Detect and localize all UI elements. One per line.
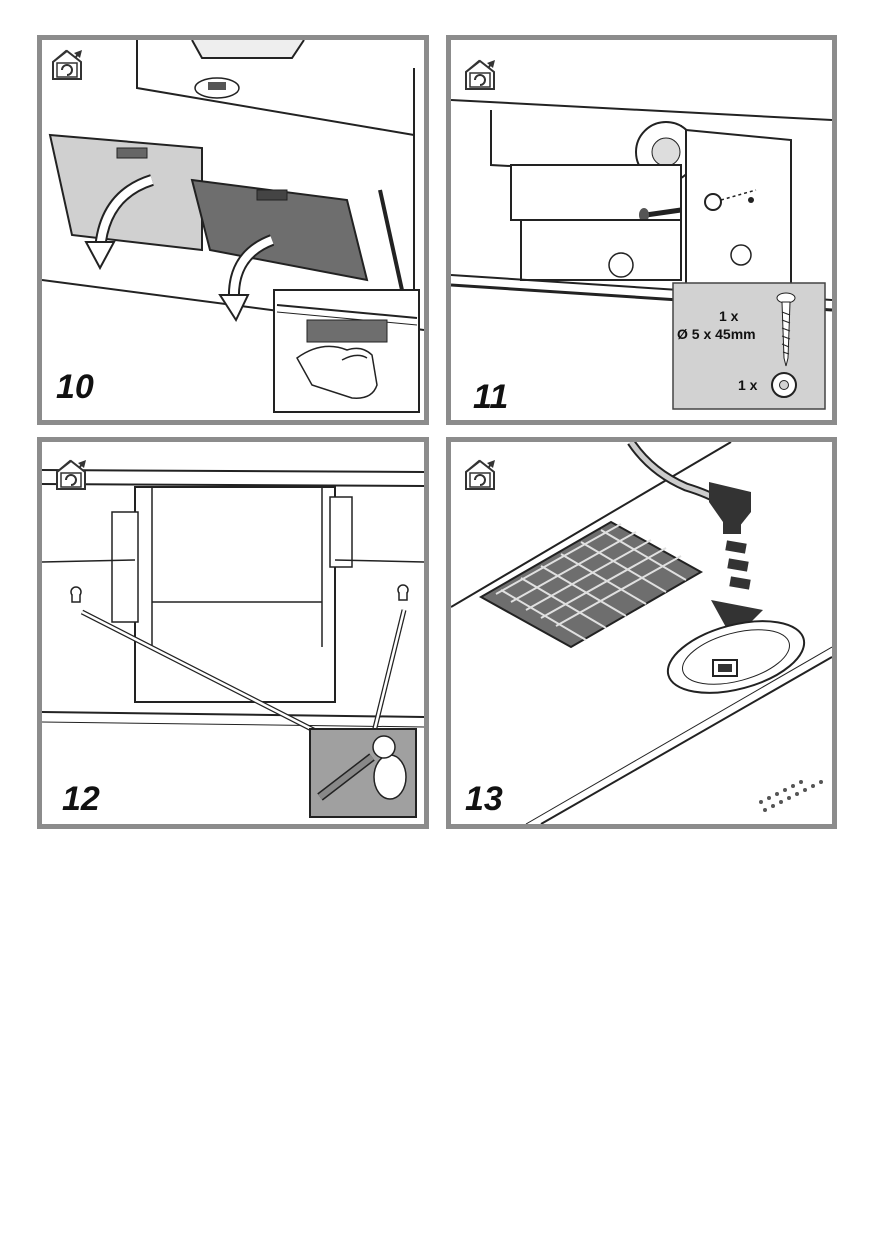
- step-12-illustration: [42, 469, 424, 818]
- step-number: 13: [465, 780, 503, 818]
- washer-quantity: 1 x: [738, 377, 758, 393]
- step-11-panel: 1 x Ø 5 x 45mm 1 x 11: [446, 35, 837, 425]
- recirculation-house-icon: [465, 459, 495, 490]
- step-number: 12: [62, 780, 100, 818]
- step-number: 10: [56, 368, 94, 406]
- step-11-illustration: [451, 99, 832, 410]
- step-12-panel: 12: [37, 437, 429, 829]
- step-10-panel: 10: [37, 35, 429, 425]
- screw-quantity: 1 x: [719, 308, 739, 324]
- recirculation-house-icon: [56, 459, 86, 490]
- screw-size: Ø 5 x 45mm: [677, 326, 756, 342]
- step-13-panel: 13: [446, 437, 837, 829]
- step-10-illustration: [42, 40, 424, 413]
- recirculation-house-icon: [465, 59, 495, 90]
- step-number: 11: [473, 378, 509, 416]
- step-13-illustration: [451, 442, 832, 824]
- recirculation-house-icon: [52, 49, 82, 80]
